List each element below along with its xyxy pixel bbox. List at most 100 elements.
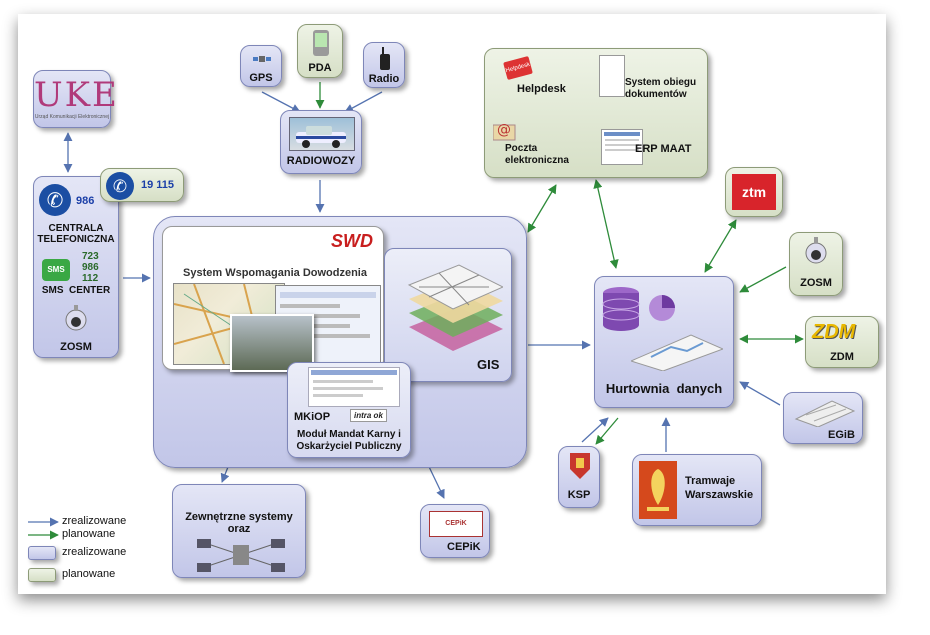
ztm-logo: ztm xyxy=(732,174,776,210)
cepik-badge: CEPiK xyxy=(429,511,483,537)
gis-label: GIS xyxy=(477,357,500,372)
arrow-ztm-hurtownia xyxy=(704,219,737,273)
hurtownia-label: Hurtownia danych xyxy=(605,381,723,396)
arrow-hurtownia-ksp xyxy=(595,417,619,445)
centrala-label-2: TELEFONICZNA xyxy=(37,234,115,245)
tramwaje-label-2: Warszawskie xyxy=(685,489,754,501)
mkiop-desc-2: Oskarżyciel Publiczny xyxy=(296,441,402,452)
legend-box-planned-label: planowane xyxy=(62,568,116,580)
hurtownia-box: Hurtownia danych xyxy=(594,276,734,408)
sms-number-2: 112 xyxy=(82,273,99,284)
network-icon xyxy=(195,537,287,578)
radiowozy-box: RADIOWOZY xyxy=(280,110,362,174)
svg-text:@: @ xyxy=(497,122,511,138)
number-19115: 19 115 xyxy=(141,179,175,191)
ksp-crest-icon xyxy=(570,453,590,484)
pie-chart-icon xyxy=(647,293,677,328)
erp-label: ERP MAAT xyxy=(635,143,692,155)
cepik-box: CEPiK CEPiK xyxy=(420,504,490,558)
pda-icon xyxy=(313,30,329,61)
cadastral-map-icon xyxy=(792,397,856,432)
arrow-ksp-hurtownia xyxy=(581,417,609,443)
uke-box: UKE Urząd Komunikacji Elektronicznej xyxy=(33,70,119,128)
database-icon xyxy=(601,285,641,338)
document-system-screenshot xyxy=(599,55,625,97)
ksp-label: KSP xyxy=(567,489,591,501)
office-systems-box: Helpdesk Helpdesk System obiegu dokument… xyxy=(484,48,708,178)
mkiop-desc-1: Moduł Mandat Karny i xyxy=(297,429,401,440)
camera-icon xyxy=(62,305,90,338)
gps-box: GPS xyxy=(240,45,282,87)
tramwaje-crest-icon xyxy=(639,461,677,519)
pda-label: PDA xyxy=(308,62,332,74)
legend-arrow-realized-label: zrealizowane xyxy=(62,515,127,527)
number-986: 986 xyxy=(76,195,95,207)
satellite-icon xyxy=(253,52,271,66)
phone-19115-box: ✆ 19 115 xyxy=(100,168,184,202)
camera-right-icon xyxy=(802,237,830,272)
centrala-box: ✆ 986 CENTRALA TELEFONICZNA SMS 723 986 … xyxy=(33,176,119,358)
external-label-2: oraz xyxy=(227,523,251,535)
arrow-office-swd xyxy=(527,184,557,233)
tramwaje-label-1: Tramwaje xyxy=(685,475,736,487)
external-systems-box: Zewnętrzne systemy oraz xyxy=(172,484,306,578)
zdm-logo: ZDM xyxy=(812,321,856,343)
sms-center-label: SMS CENTER xyxy=(41,285,111,296)
phone-19115-icon: ✆ xyxy=(105,171,135,206)
arrow-egib-hurtownia xyxy=(739,381,781,406)
legend-arrow-planned-label: planowane xyxy=(62,528,116,540)
radio-icon xyxy=(379,47,393,76)
legend-box-planned xyxy=(28,568,56,582)
gis-panel: GIS xyxy=(384,248,512,382)
mkiop-label: MKiOP xyxy=(294,411,331,423)
tramwaje-box: Tramwaje Warszawskie xyxy=(632,454,762,526)
mkiop-screenshot xyxy=(308,367,400,407)
swd-logo: SWD xyxy=(331,231,373,251)
sms-number-0: 723 xyxy=(82,251,99,262)
ksp-box: KSP xyxy=(558,446,600,508)
map-layers-icon xyxy=(399,257,505,358)
phone-icon: ✆ xyxy=(38,183,72,222)
helpdesk-icon: Helpdesk xyxy=(503,55,533,81)
arrow-gps-radiowozy xyxy=(261,91,301,113)
helpdesk-label: Helpdesk xyxy=(517,83,566,95)
report-icon xyxy=(629,331,725,376)
radio-label: Radio xyxy=(368,73,400,85)
pda-box: PDA xyxy=(297,24,343,78)
arrow-office-hurtownia xyxy=(593,179,619,269)
zdm-box: ZDM ZDM xyxy=(805,316,879,368)
arrow-zosm-hurtownia xyxy=(739,266,787,293)
uke-subtitle: Urząd Komunikacji Elektronicznej xyxy=(34,114,110,120)
sms-icon: SMS xyxy=(42,259,70,281)
centrala-label-1: CENTRALA xyxy=(48,223,104,234)
cepik-label: CEPiK xyxy=(447,541,481,553)
egib-label: EGiB xyxy=(828,429,855,441)
radiowozy-label: RADIOWOZY xyxy=(286,155,356,167)
radio-box: Radio xyxy=(363,42,405,88)
external-label-1: Zewnętrzne systemy xyxy=(185,511,293,523)
ztm-box: ztm xyxy=(725,167,783,217)
svg-text:✆: ✆ xyxy=(113,177,127,197)
svg-text:✆: ✆ xyxy=(47,188,64,212)
email-icon: @ xyxy=(492,119,517,146)
zosm-right-label: ZOSM xyxy=(800,277,832,289)
zosm-right-box: ZOSM xyxy=(789,232,843,296)
intraok-logo: intra ok xyxy=(350,409,387,422)
uke-logo: UKE xyxy=(34,75,119,115)
legend-box-realized-label: zrealizowane xyxy=(62,546,127,558)
poczta-label-2: elektroniczna xyxy=(505,155,569,166)
zdm-label: ZDM xyxy=(830,351,854,363)
arrow-radio-radiowozy xyxy=(344,91,383,113)
erp-screenshot xyxy=(601,129,643,165)
system-label-2: dokumentów xyxy=(625,89,687,100)
egib-box: EGiB xyxy=(783,392,863,444)
mkiop-panel: MKiOP intra ok Moduł Mandat Karny i Oska… xyxy=(287,362,411,458)
sms-number-1: 986 xyxy=(82,262,99,273)
poczta-label-1: Poczta xyxy=(505,143,538,154)
police-car-icon xyxy=(289,117,355,151)
gps-label: GPS xyxy=(249,72,273,84)
system-label-1: System obiegu xyxy=(625,77,697,88)
swd-title: System Wspomagania Dowodzenia xyxy=(183,267,367,279)
zosm-left-label: ZOSM xyxy=(60,341,92,353)
legend-box-realized xyxy=(28,546,56,560)
